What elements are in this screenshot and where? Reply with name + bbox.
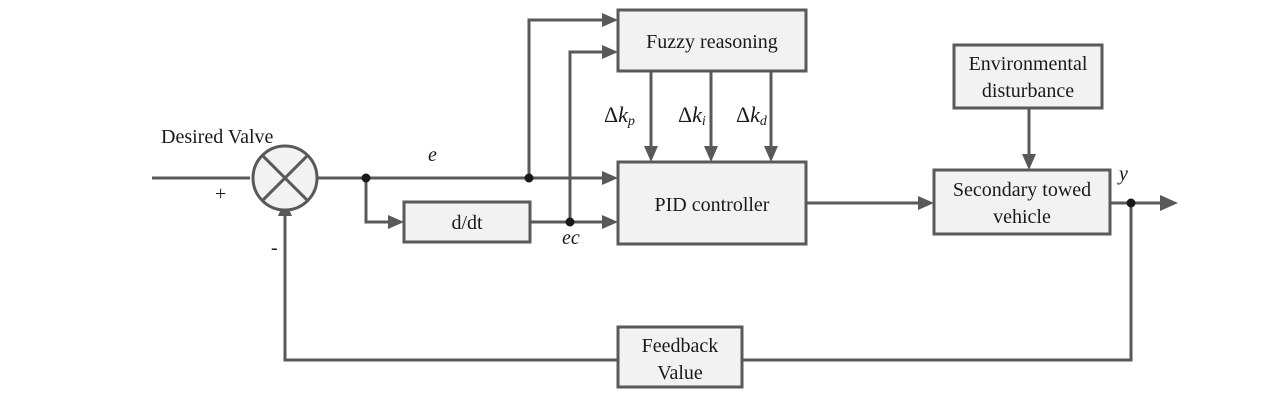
arrowhead xyxy=(1160,195,1178,211)
arrowhead xyxy=(1022,154,1036,170)
junction-dot xyxy=(361,173,371,183)
arrowhead xyxy=(644,146,658,162)
junction-dot xyxy=(524,173,534,183)
error-label: e xyxy=(428,144,437,166)
plus-sign: + xyxy=(215,183,226,205)
junction-dot xyxy=(565,217,575,227)
arrowhead xyxy=(602,215,618,229)
arrowhead xyxy=(918,196,934,210)
arrowhead xyxy=(388,215,404,229)
plant-label-line2: vehicle xyxy=(993,206,1051,228)
fuzzy-reasoning-label: Fuzzy reasoning xyxy=(646,31,778,53)
arrowhead xyxy=(764,146,778,162)
delta-kp-label: Δkp xyxy=(604,102,635,129)
pid-controller-block xyxy=(616,160,808,246)
derivative-block xyxy=(402,200,532,244)
arrowhead xyxy=(602,13,618,27)
plant-label-line1: Secondary towed xyxy=(953,179,1091,201)
environmental-disturbance-label-line2: disturbance xyxy=(982,80,1074,102)
junction-dot xyxy=(1126,198,1136,208)
feedback-path-left xyxy=(283,212,618,362)
output-y-label: y xyxy=(1117,163,1128,185)
ec-to-fuzzy-line xyxy=(568,50,608,222)
error-to-derivative-line xyxy=(364,178,394,224)
pid-controller-label: PID controller xyxy=(655,194,770,216)
fuzzy-reasoning-block xyxy=(616,8,808,73)
feedback-label-line2: Value xyxy=(657,362,703,384)
derivative-label: d/dt xyxy=(451,212,483,234)
summing-junction xyxy=(251,144,319,212)
secondary-towed-vehicle-block xyxy=(932,168,1112,236)
feedback-path-right xyxy=(742,203,1133,362)
delta-kd-label: Δkd xyxy=(736,102,768,129)
feedback-value-block xyxy=(616,325,744,389)
ec-label: ec xyxy=(562,227,580,249)
feedback-label-line1: Feedback xyxy=(642,335,719,357)
error-to-fuzzy-line xyxy=(527,18,608,178)
delta-ki-label: Δki xyxy=(678,102,706,129)
arrowhead xyxy=(602,45,618,59)
environmental-disturbance-label-line1: Environmental xyxy=(969,53,1088,75)
environmental-disturbance-block xyxy=(952,43,1104,110)
arrowhead xyxy=(602,171,618,185)
minus-sign: - xyxy=(271,237,278,259)
arrowhead xyxy=(704,146,718,162)
desired-value-label: Desired Valve xyxy=(161,126,273,148)
